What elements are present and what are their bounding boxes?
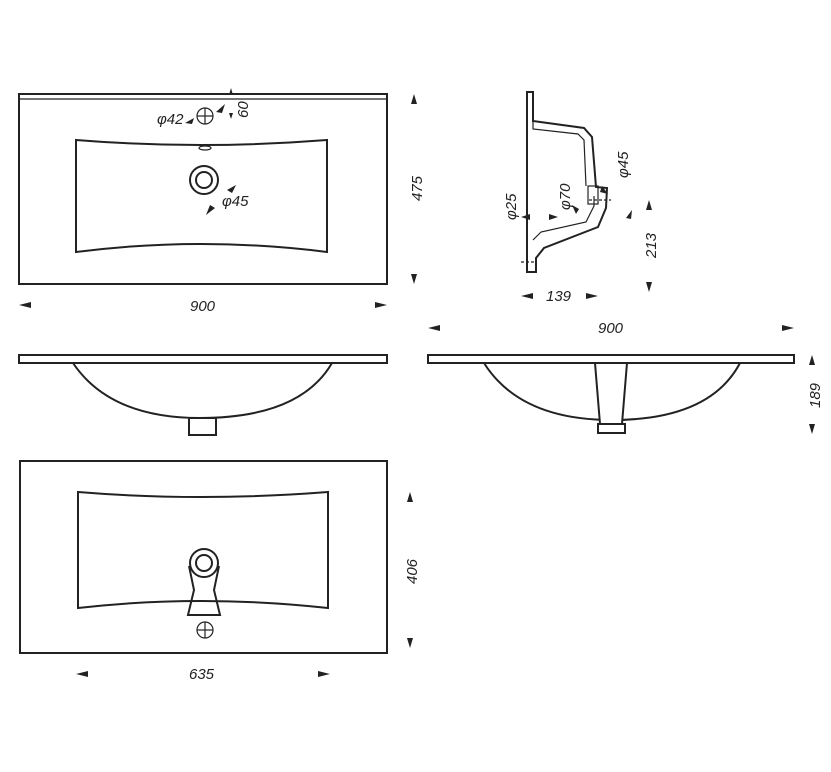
front-right-trap <box>593 362 629 425</box>
front-right-top-slab <box>427 354 795 364</box>
front-right-drain <box>597 423 626 434</box>
drain-outer-circle <box>189 165 219 195</box>
front-left-bowl <box>72 362 333 420</box>
bottom-drain-outer <box>189 548 219 578</box>
top-view: φ42 60 φ45 900 475 <box>18 88 426 315</box>
dim-bottom-width: 635 <box>189 666 215 683</box>
dim-side-drain-inner: φ70 <box>557 183 574 210</box>
bottom-view-outline <box>19 460 388 654</box>
dim-front-height: 189 <box>807 382 824 408</box>
bottom-view-bowl <box>77 490 329 610</box>
dim-tap-hole: φ42 <box>157 111 184 128</box>
dim-side-height: 213 <box>643 232 660 259</box>
top-view-bowl <box>75 138 328 254</box>
overflow-slot <box>198 145 212 151</box>
drain-inner-circle <box>195 171 213 189</box>
dim-front-width: 900 <box>598 320 624 337</box>
side-section-outline <box>526 91 609 273</box>
dim-bottom-depth: 406 <box>404 558 421 584</box>
dim-drain-hole: φ45 <box>222 193 249 210</box>
side-drain-fitting <box>587 185 599 205</box>
front-view-left <box>18 354 388 436</box>
front-left-drain <box>188 417 217 436</box>
dim-side-drain-outer: φ45 <box>615 151 632 178</box>
side-section-view: φ45 φ70 φ25 139 213 <box>503 91 660 305</box>
dim-side-overflow: φ25 <box>503 193 520 220</box>
dim-tap-offset: 60 <box>235 101 252 118</box>
front-view-right: 900 189 <box>427 320 824 434</box>
dim-side-depth: 139 <box>546 288 572 305</box>
bottom-view-trap <box>186 565 222 616</box>
dim-top-width: 900 <box>190 298 216 315</box>
front-left-top-slab <box>18 354 388 364</box>
top-view-outline <box>18 93 388 285</box>
bottom-drain-inner <box>195 554 213 572</box>
dim-top-depth: 475 <box>409 175 426 201</box>
bottom-view: 635 406 <box>19 460 421 683</box>
